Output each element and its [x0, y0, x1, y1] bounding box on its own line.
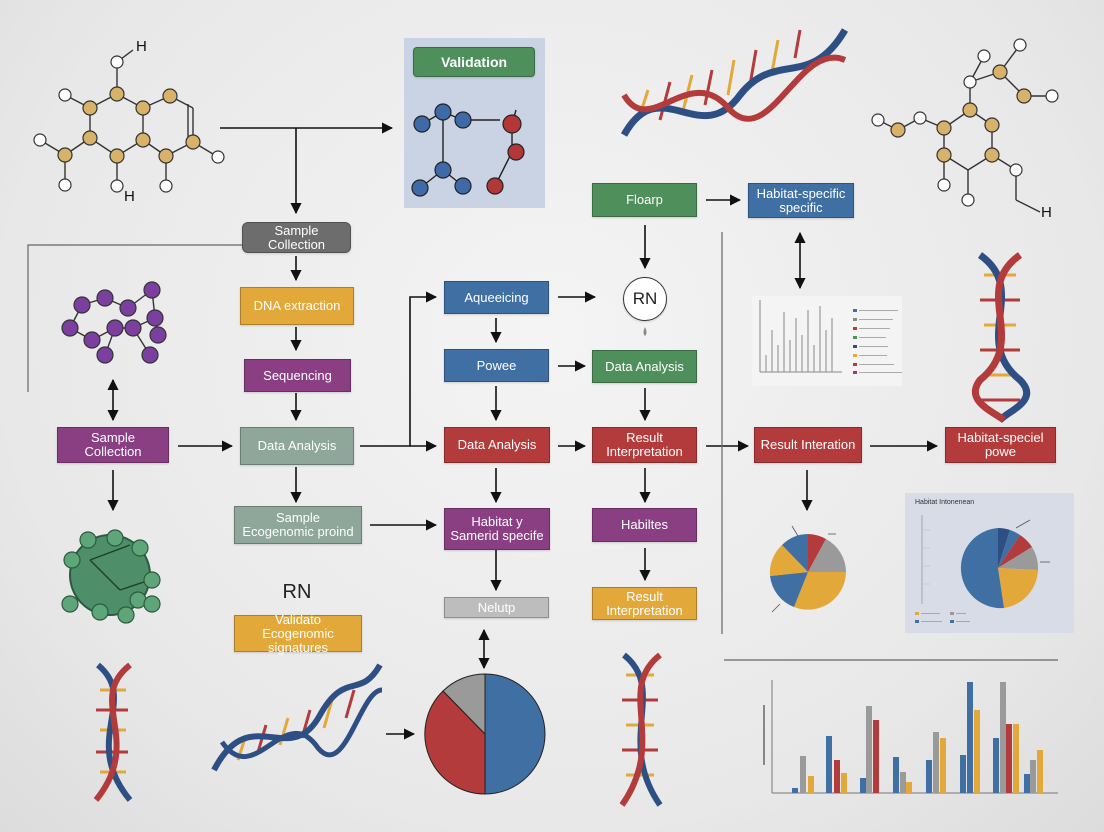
atom-label-h: H	[124, 188, 135, 205]
nelutp-box[interactable]: Nelutp	[444, 597, 549, 618]
atom-label-h: H	[1041, 204, 1052, 221]
floarp-box[interactable]: Floarp	[592, 183, 697, 217]
frame-line-left	[27, 244, 262, 392]
powee-box[interactable]: Powee	[444, 349, 549, 382]
aqueeicing-box[interactable]: Aqueeicing	[444, 281, 549, 314]
validate-ecogenomic-box[interactable]: Validato Ecogenomic signatures	[234, 612, 362, 654]
rn-label: RN	[282, 581, 312, 603]
data-analysis-box-1[interactable]: Data Analysis	[240, 427, 354, 465]
data-analysis-box-3[interactable]: Data Analysis	[592, 350, 697, 383]
result-interation-box[interactable]: Result Interation	[754, 427, 862, 463]
drop-icon	[643, 327, 647, 336]
atom-label-h: H	[136, 38, 147, 55]
rn-circle[interactable]: RN	[623, 277, 667, 321]
habitat-samerid-box[interactable]: Habitat y Samerid specife	[444, 508, 550, 550]
data-analysis-box-2[interactable]: Data Analysis	[444, 427, 550, 463]
validation-box[interactable]: Validation	[413, 47, 535, 77]
habitat-specific-box[interactable]: Habitat-specific specific	[748, 183, 854, 218]
result-interpretation-box-2[interactable]: Result Interpretation	[592, 587, 697, 620]
habiltes-box[interactable]: Habiltes	[592, 508, 697, 542]
dna-extraction-box[interactable]: DNA extraction	[240, 287, 354, 325]
arrow-branch-up	[360, 291, 438, 447]
habitat-speciel-box[interactable]: Habitat-speciel powe	[945, 427, 1056, 463]
sample-collection-top-box[interactable]: Sample Collection	[242, 222, 351, 253]
sample-collection-left-box[interactable]: Sample Collection	[57, 427, 169, 463]
sequencing-box[interactable]: Sequencing	[244, 359, 351, 392]
pie-chart-title: Habitat Intonenean	[915, 499, 975, 506]
result-interpretation-box-1[interactable]: Result Interpretation	[592, 427, 697, 463]
sample-ecogenomic-box[interactable]: Sample Ecogenomic proind	[234, 506, 362, 544]
